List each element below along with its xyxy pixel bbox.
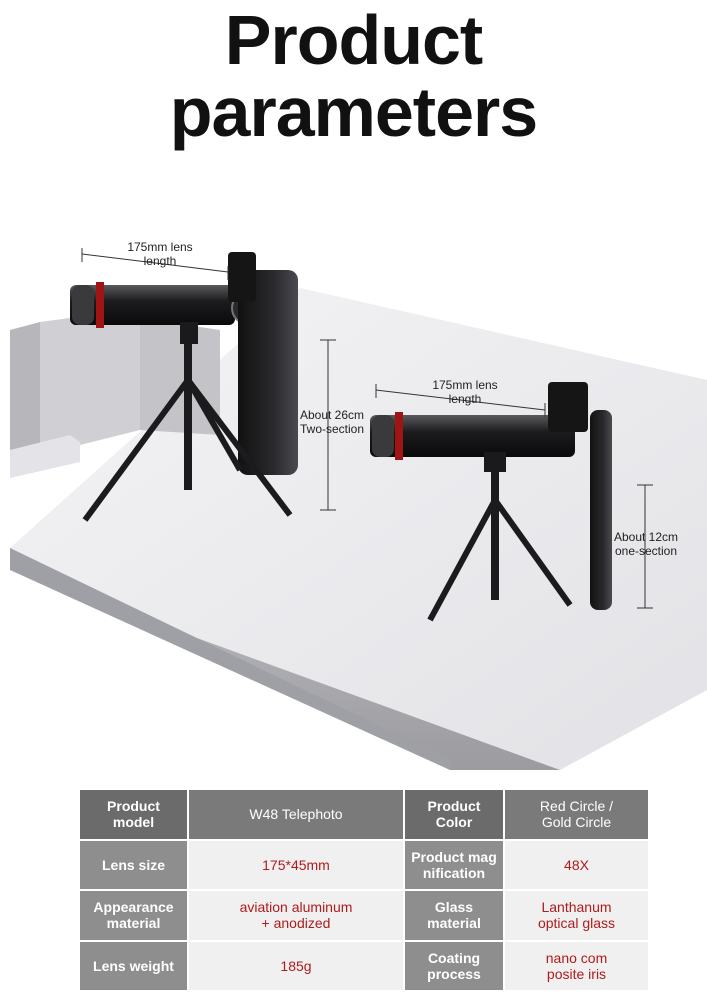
title-line-1: Product xyxy=(224,1,483,79)
spec-value: W48 Telephoto xyxy=(189,790,403,839)
spec-value: 48X xyxy=(505,840,648,889)
product-scene: 175mm lens length About 26cm Two-section… xyxy=(0,230,707,770)
scene-illustration xyxy=(10,248,707,770)
spec-value: 175*45mm xyxy=(189,840,403,889)
spec-value: aviation aluminum+ anodized xyxy=(189,891,403,940)
spec-label: Lens weight xyxy=(80,941,187,990)
title-line-2: parameters xyxy=(169,73,538,151)
spec-value: Red Circle /Gold Circle xyxy=(505,790,648,839)
spec-label: Lens size xyxy=(80,840,187,889)
spec-value: 185g xyxy=(189,941,403,990)
left-height-label: About 26cm Two-section xyxy=(299,408,365,436)
right-height-label: About 12cm one-section xyxy=(613,530,679,558)
right-length-label: 175mm lens length xyxy=(432,378,498,406)
right-telescope xyxy=(370,382,612,622)
left-telescope xyxy=(70,252,298,522)
left-length-label: 175mm lens length xyxy=(127,240,193,268)
